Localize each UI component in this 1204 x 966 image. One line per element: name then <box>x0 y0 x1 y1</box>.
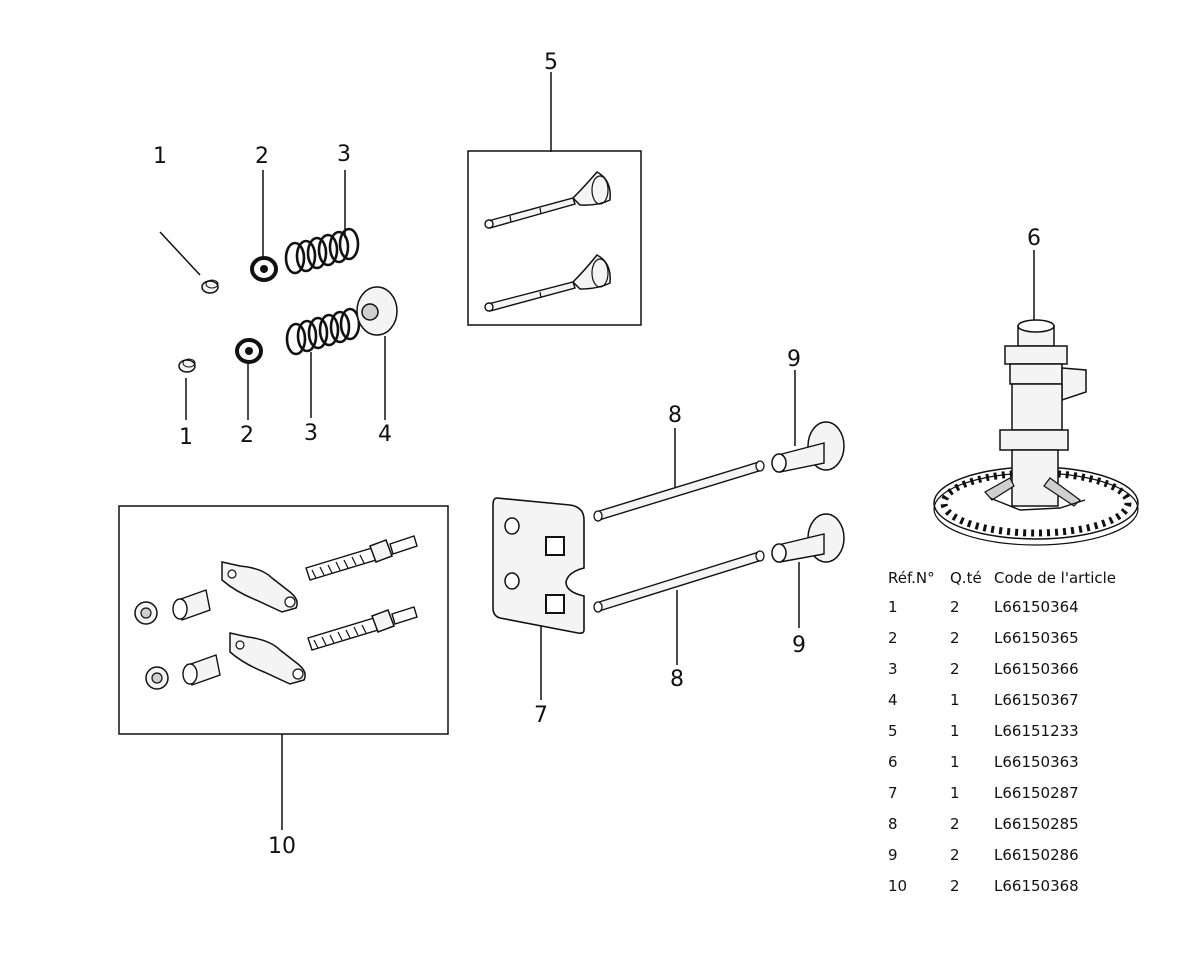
camshaft-part-6 <box>933 319 1139 546</box>
parts-table: Réf.N° Q.té Code de l'article 1 2 L66150… <box>888 565 1134 901</box>
callout-4: 4 <box>378 422 392 447</box>
tappet-part-9-upper <box>771 421 845 473</box>
push-rod-part-8-lower <box>593 550 765 613</box>
table-row: 3 2 L66150366 <box>888 653 1134 684</box>
retainer-part-2-upper <box>250 256 278 282</box>
cell-qty: 2 <box>950 628 960 647</box>
washer-part-4 <box>356 286 398 336</box>
cell-ref: 2 <box>888 628 898 647</box>
cell-qty: 2 <box>950 814 960 833</box>
callout-2-upper: 2 <box>255 144 269 169</box>
leader-lines <box>159 72 1035 830</box>
valve-spring-part-3-lower <box>285 307 361 356</box>
cell-qty: 2 <box>950 876 960 895</box>
cell-ref: 6 <box>888 752 898 771</box>
column-header-qty: Q.té <box>950 569 982 587</box>
keeper-part-1-upper <box>201 279 219 294</box>
table-row: 9 2 L66150286 <box>888 839 1134 870</box>
cell-code: L66150287 <box>994 783 1079 802</box>
callout-8-lower: 8 <box>670 667 684 692</box>
valve-set-part-5 <box>467 150 642 326</box>
cell-ref: 9 <box>888 845 898 864</box>
cell-qty: 2 <box>950 659 960 678</box>
table-row: 2 2 L66150365 <box>888 622 1134 653</box>
cell-code: L66150364 <box>994 597 1079 616</box>
valve-spring-part-3-upper <box>284 227 360 275</box>
table-row: 1 2 L66150364 <box>888 591 1134 622</box>
cell-code: L66150363 <box>994 752 1079 771</box>
cell-code: L66150368 <box>994 876 1079 895</box>
table-row: 4 1 L66150367 <box>888 684 1134 715</box>
table-row: 6 1 L66150363 <box>888 746 1134 777</box>
cell-code: L66150285 <box>994 814 1079 833</box>
callout-2-lower: 2 <box>240 423 254 448</box>
cell-code: L66151233 <box>994 721 1079 740</box>
column-header-ref: Réf.N° <box>888 569 935 587</box>
cell-qty: 1 <box>950 690 960 709</box>
callout-7: 7 <box>534 703 548 728</box>
cell-ref: 10 <box>888 876 908 895</box>
callout-1-upper: 1 <box>153 144 167 169</box>
callout-10: 10 <box>268 834 296 859</box>
table-row: 10 2 L66150368 <box>888 870 1134 901</box>
cell-ref: 1 <box>888 597 898 616</box>
guide-plate-part-7 <box>492 497 585 634</box>
cell-code: L66150366 <box>994 659 1079 678</box>
push-rod-part-8-upper <box>593 460 765 522</box>
rocker-kit-part-10 <box>118 505 449 735</box>
cell-code: L66150365 <box>994 628 1079 647</box>
cell-ref: 4 <box>888 690 898 709</box>
cell-qty: 1 <box>950 752 960 771</box>
callout-9-upper: 9 <box>787 347 801 372</box>
callout-3-upper: 3 <box>337 142 351 167</box>
cell-ref: 7 <box>888 783 898 802</box>
callout-1-lower: 1 <box>179 425 193 450</box>
cell-ref: 5 <box>888 721 898 740</box>
cell-code: L66150286 <box>994 845 1079 864</box>
callout-3-lower: 3 <box>304 421 318 446</box>
callout-8-upper: 8 <box>668 403 682 428</box>
cell-ref: 8 <box>888 814 898 833</box>
table-row: 5 1 L66151233 <box>888 715 1134 746</box>
cell-code: L66150367 <box>994 690 1079 709</box>
cell-qty: 2 <box>950 597 960 616</box>
table-row: 7 1 L66150287 <box>888 777 1134 808</box>
keeper-part-1-lower <box>178 358 196 373</box>
cell-qty: 1 <box>950 721 960 740</box>
callout-9-lower: 9 <box>792 633 806 658</box>
cell-qty: 2 <box>950 845 960 864</box>
column-header-code: Code de l'article <box>994 569 1117 587</box>
retainer-part-2-lower <box>235 338 263 364</box>
tappet-part-9-lower <box>771 513 845 563</box>
cell-ref: 3 <box>888 659 898 678</box>
cell-qty: 1 <box>950 783 960 802</box>
table-header-row: Réf.N° Q.té Code de l'article <box>888 565 1134 591</box>
callout-5: 5 <box>544 50 558 75</box>
callout-labels: 1 1 2 2 3 3 4 5 6 7 8 8 9 9 10 <box>153 50 1041 859</box>
table-row: 8 2 L66150285 <box>888 808 1134 839</box>
callout-6: 6 <box>1027 226 1041 251</box>
